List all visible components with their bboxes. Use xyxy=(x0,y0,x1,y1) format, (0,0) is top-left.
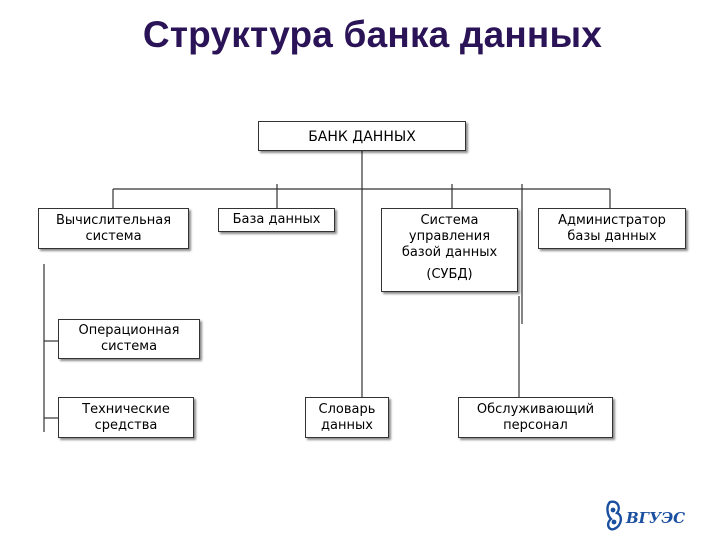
dbms-box: Система управления базой данных (СУБД) xyxy=(381,208,518,292)
hardware-line-1: Технические xyxy=(82,402,170,417)
university-logo-text: ВГУЭС xyxy=(625,509,685,527)
database-label: База данных xyxy=(232,212,321,227)
university-emblem-icon: ВГУЭС xyxy=(606,500,685,531)
computing-system-box: Вычислительная система xyxy=(38,208,189,249)
dbms-line-3: базой данных xyxy=(401,245,498,260)
dbms-line-2: управления xyxy=(408,229,491,244)
computing-system-line-2: система xyxy=(85,229,142,244)
service-staff-line-2: персонал xyxy=(503,418,568,433)
operating-system-box: Операционная система xyxy=(58,319,200,359)
database-box: База данных xyxy=(218,208,335,232)
db-administrator-line-1: Администратор xyxy=(558,213,666,228)
db-administrator-box: Администратор базы данных xyxy=(538,208,686,249)
bank-data-label: БАНК ДАННЫХ xyxy=(308,129,416,145)
dbms-line-1: Система xyxy=(420,213,479,228)
dbms-abbreviation: (СУБД) xyxy=(426,267,473,282)
service-staff-box: Обслуживающий персонал xyxy=(458,397,613,438)
operating-system-line-2: система xyxy=(100,339,158,354)
service-staff-line-1: Обслуживающий xyxy=(476,402,595,417)
hardware-line-2: средства xyxy=(94,418,158,433)
university-logo: ВГУЭС xyxy=(604,498,688,534)
operating-system-line-1: Операционная xyxy=(78,323,180,338)
bank-data-box: БАНК ДАННЫХ xyxy=(258,121,466,151)
data-dictionary-box: Словарь данных xyxy=(305,397,389,438)
computing-system-line-1: Вычислительная xyxy=(55,213,172,228)
data-dictionary-line-2: данных xyxy=(321,418,373,433)
db-administrator-line-2: базы данных xyxy=(567,229,657,244)
page-title: Структура банка данных xyxy=(142,14,603,55)
data-dictionary-line-1: Словарь xyxy=(318,402,376,417)
hardware-box: Технические средства xyxy=(58,397,194,438)
